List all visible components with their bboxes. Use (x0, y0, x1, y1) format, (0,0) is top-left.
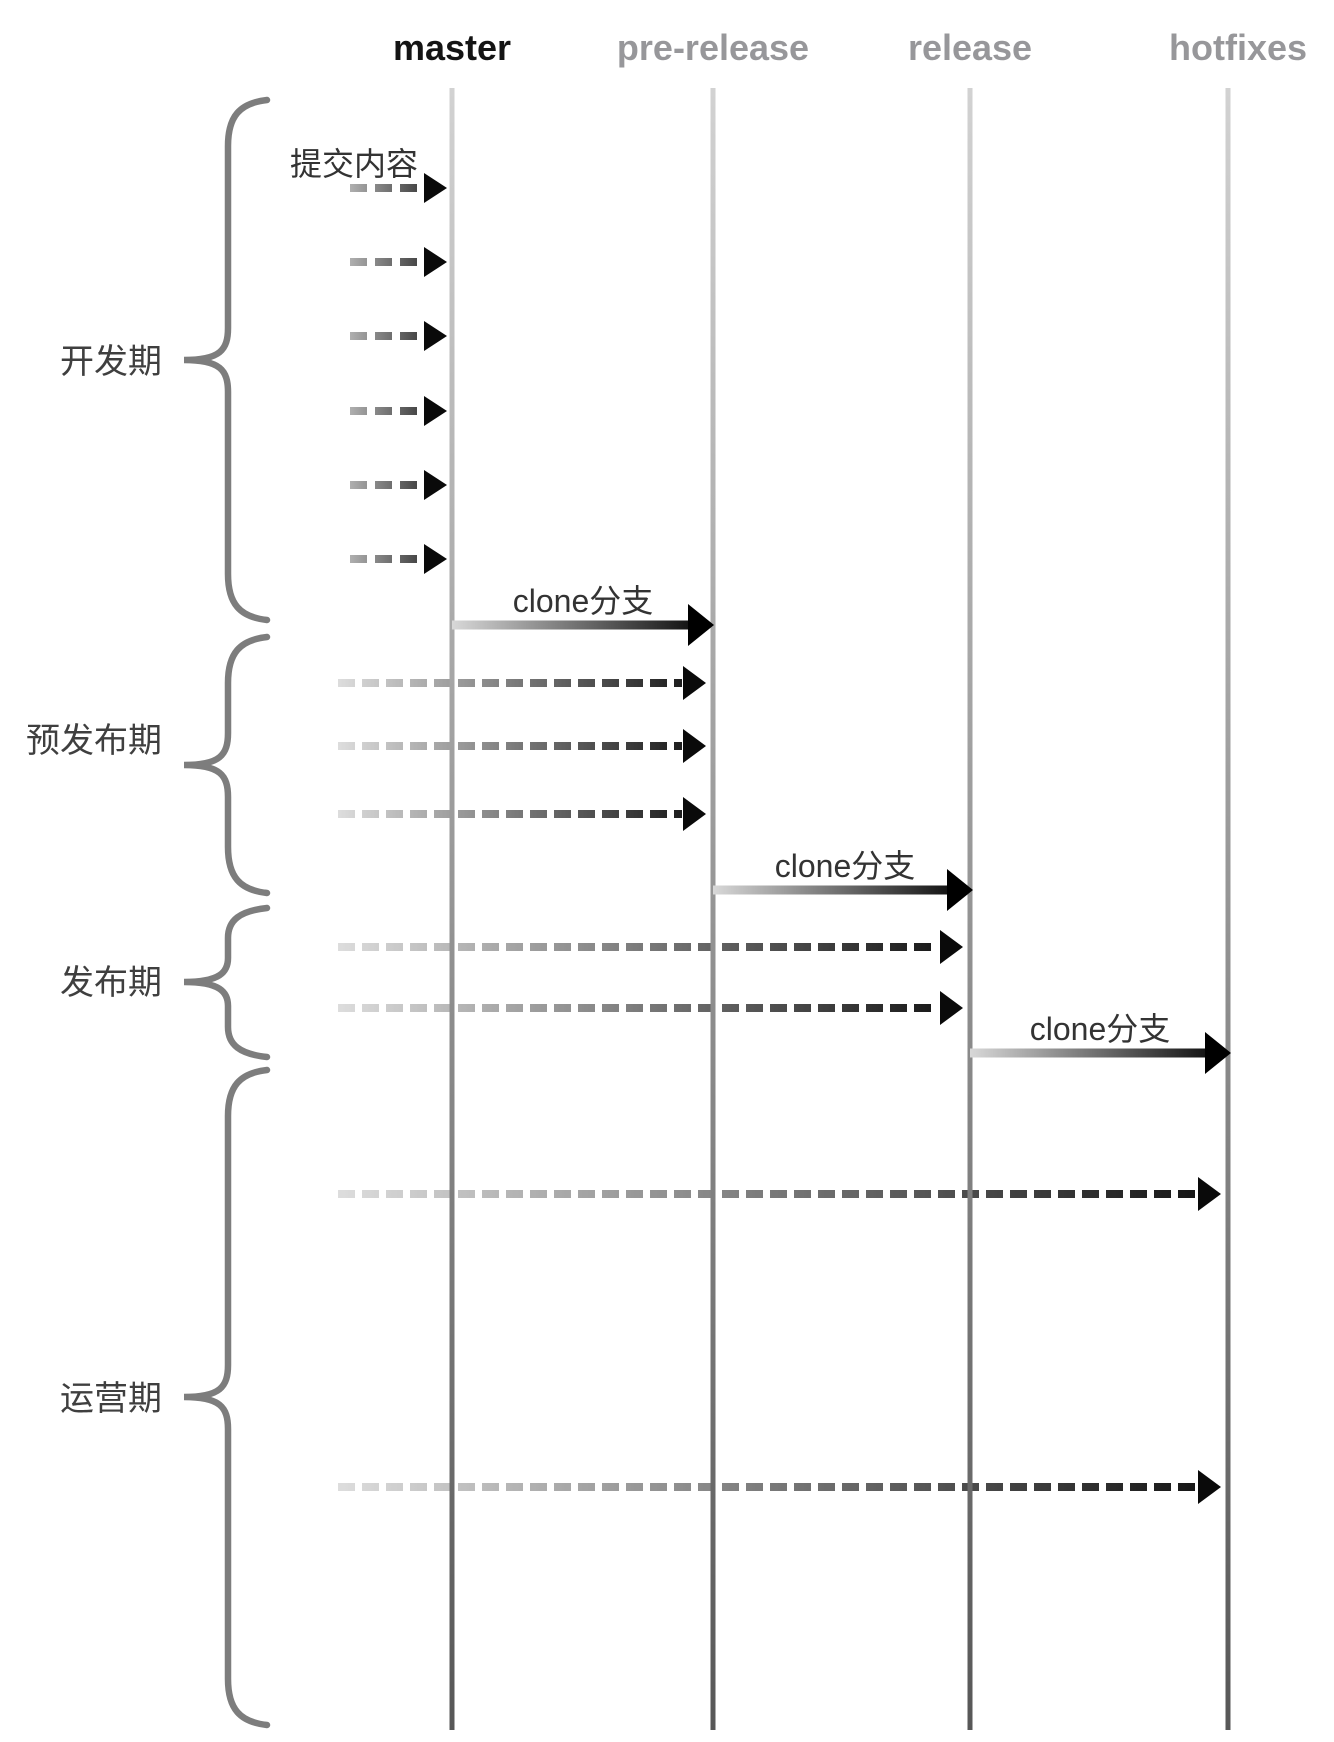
phase-braces (183, 96, 271, 1729)
arrowhead (424, 544, 447, 574)
arrowhead (688, 604, 714, 646)
branch-lines (449, 88, 1231, 1730)
arrowhead (683, 666, 706, 700)
merge-arrowheads (683, 666, 1221, 1504)
arrowhead (940, 991, 963, 1025)
commit-arrow (350, 321, 447, 351)
clone-branch-label: clone分支 (1030, 1011, 1171, 1047)
branch-label-hotfixes: hotfixes (1169, 27, 1307, 68)
branch-line-hotfixes (1225, 88, 1231, 1730)
arrowhead (683, 797, 706, 831)
branch-line-release (967, 88, 973, 1730)
clone-branch-label: clone分支 (775, 848, 916, 884)
merge-arrows-to-prerelease (338, 679, 682, 818)
phase-label-development: 开发期 (60, 343, 162, 381)
clone-arrow-master-to-prerelease (452, 604, 714, 646)
branch-label-prerelease: pre-release (617, 27, 809, 68)
phase-label-release: 发布期 (60, 964, 162, 1002)
phase-brace-release (183, 904, 271, 1061)
branch-line-prerelease (710, 88, 716, 1730)
commit-arrow (350, 544, 447, 574)
phase-brace-prerelease (183, 633, 271, 897)
annotation-labels: 提交内容 clone分支 clone分支 clone分支 (290, 146, 1170, 1047)
merge-arrows-to-release (338, 943, 938, 1012)
branch-line-master (449, 88, 455, 1730)
branch-label-release: release (908, 27, 1032, 68)
phase-brace-operation (183, 1066, 271, 1729)
clone-arrow-release-to-hotfixes (970, 1032, 1231, 1074)
phase-labels: 开发期 预发布期 发布期 运营期 (26, 343, 162, 1418)
phase-label-operation: 运营期 (60, 1380, 162, 1418)
arrowhead (424, 470, 447, 500)
arrowhead (1198, 1177, 1221, 1211)
branch-label-master: master (393, 27, 511, 68)
clone-arrow-prerelease-to-release (713, 869, 973, 911)
merge-arrows-to-hotfixes (338, 1190, 1196, 1491)
commit-arrows (350, 173, 447, 574)
commit-arrow (350, 470, 447, 500)
phase-brace-development (183, 96, 271, 624)
arrowhead (424, 173, 447, 203)
commit-content-label: 提交内容 (290, 146, 418, 182)
phase-label-prerelease: 预发布期 (26, 722, 162, 760)
arrowhead (1205, 1032, 1231, 1074)
arrowhead (947, 869, 973, 911)
commit-arrow (350, 247, 447, 277)
branch-labels: master pre-release release hotfixes (393, 27, 1307, 68)
arrowhead (1198, 1470, 1221, 1504)
clone-branch-label: clone分支 (513, 583, 654, 619)
arrowhead (683, 729, 706, 763)
arrowhead (424, 247, 447, 277)
commit-arrow (350, 173, 447, 203)
commit-arrow (350, 396, 447, 426)
arrowhead (940, 930, 963, 964)
arrowhead (424, 396, 447, 426)
arrowhead (424, 321, 447, 351)
